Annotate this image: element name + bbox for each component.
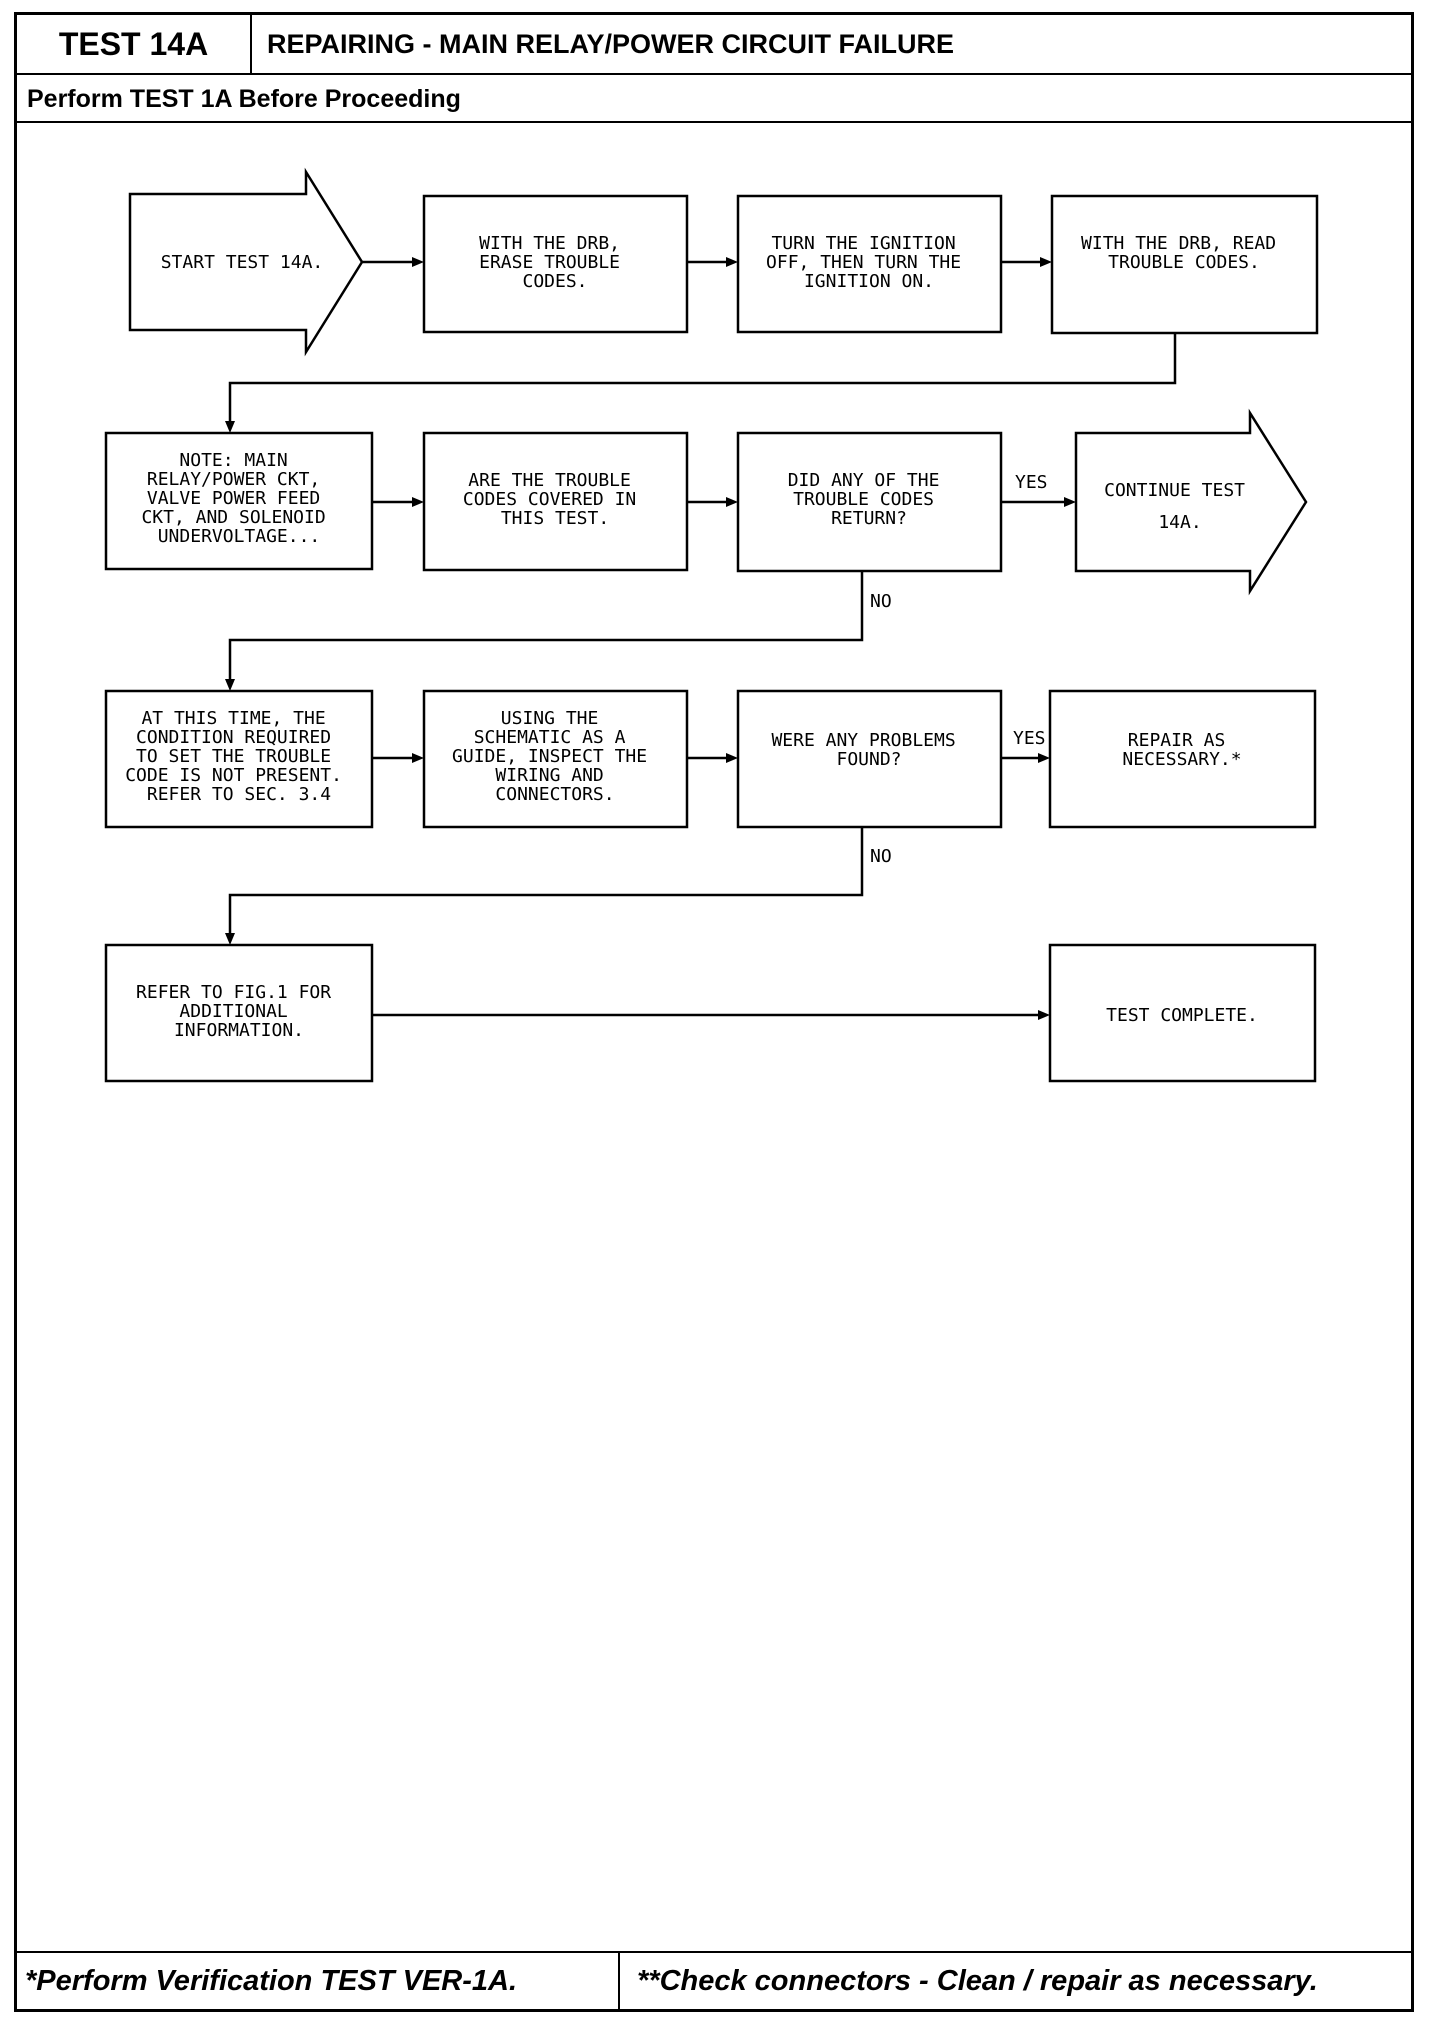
ignition-cycle-box	[736, 194, 1003, 334]
repair-box	[1048, 689, 1317, 829]
read-codes-box	[1050, 194, 1319, 335]
arrowhead-inspect	[412, 753, 424, 763]
yes-label-problems: YES	[1013, 728, 1046, 749]
codes-return-question-text: DID ANY OF THE TROUBLE CODES RETURN?	[788, 470, 951, 529]
arrow-problems-no-to-refer	[228, 827, 864, 935]
test-complete-text: TEST COMPLETE.	[1106, 1005, 1258, 1026]
arrowhead-covered	[412, 497, 424, 507]
ignition-cycle-text: TURN THE IGNITION OFF, THEN TURN THE IGN…	[766, 233, 972, 292]
arrowhead-repair	[1038, 753, 1050, 763]
arrowhead-ignition	[726, 257, 738, 267]
problems-found-question-text: WERE ANY PROBLEMS FOUND?	[771, 730, 966, 770]
codes-covered-question-box	[422, 431, 689, 572]
erase-codes-box	[422, 194, 689, 334]
footer-connectors-note: **Check connectors - Clean / repair as n…	[637, 1965, 1318, 1997]
footer-bar: *Perform Verification TEST VER-1A. **Che…	[17, 1951, 1411, 2009]
note-box	[104, 431, 374, 571]
repair-text: REPAIR AS NECESSARY.*	[1122, 730, 1241, 770]
refer-fig-box	[104, 943, 374, 1083]
arrowhead-note	[225, 421, 235, 433]
no-label-problems: NO	[870, 846, 892, 867]
arrow-return-no-to-condition	[228, 571, 864, 681]
note-text: NOTE: MAIN RELAY/POWER CKT, VALVE POWER …	[141, 450, 336, 547]
condition-not-present-text: AT THIS TIME, THE CONDITION REQUIRED TO …	[125, 708, 353, 805]
yes-label-return: YES	[1015, 472, 1048, 493]
arrowhead-condition	[225, 679, 235, 691]
refer-fig-text: REFER TO FIG.1 FOR ADDITIONAL INFORMATIO…	[136, 982, 342, 1041]
continue-arrow-shape	[1074, 408, 1308, 596]
page-title: REPAIRING - MAIN RELAY/POWER CIRCUIT FAI…	[267, 29, 955, 59]
header-bar: TEST 14A REPAIRING - MAIN RELAY/POWER CI…	[17, 15, 1411, 75]
flow-arrowheads	[225, 257, 1076, 1020]
prerequisite-text: Perform TEST 1A Before Proceeding	[27, 85, 461, 113]
arrowhead-complete	[1038, 1010, 1050, 1020]
prerequisite-bar: Perform TEST 1A Before Proceeding	[17, 75, 1411, 123]
test-id: TEST 14A	[17, 15, 252, 73]
arrowhead-continue	[1064, 497, 1076, 507]
start-text: START TEST 14A.	[161, 252, 324, 273]
test-complete-box	[1048, 943, 1317, 1083]
codes-covered-question-text: ARE THE TROUBLE CODES COVERED IN THIS TE…	[463, 470, 647, 529]
arrowhead-problems	[726, 753, 738, 763]
no-label-return: NO	[870, 591, 892, 612]
flow-connectors	[228, 260, 1177, 1017]
inspect-wiring-text: USING THE SCHEMATIC AS A GUIDE, INSPECT …	[452, 708, 658, 805]
codes-return-question-box	[736, 431, 1003, 573]
footer-verification-note: *Perform Verification TEST VER-1A.	[17, 1953, 620, 2009]
flowchart-sheet: TEST 14A REPAIRING - MAIN RELAY/POWER CI…	[14, 12, 1414, 2012]
condition-not-present-box	[104, 689, 374, 829]
arrowhead-return	[726, 497, 738, 507]
problems-found-question-box	[736, 689, 1003, 829]
erase-codes-text: WITH THE DRB, ERASE TROUBLE CODES.	[479, 233, 631, 292]
arrowhead-erase	[412, 257, 424, 267]
start-arrow-shape	[128, 167, 364, 357]
continue-text: CONTINUE TEST 14A.	[1104, 480, 1256, 533]
read-codes-text: WITH THE DRB, READ TROUBLE CODES.	[1081, 233, 1287, 273]
arrowhead-refer	[225, 933, 235, 945]
arrowhead-read	[1040, 257, 1052, 267]
arrow-read-to-note	[228, 333, 1177, 423]
inspect-wiring-box	[422, 689, 689, 829]
